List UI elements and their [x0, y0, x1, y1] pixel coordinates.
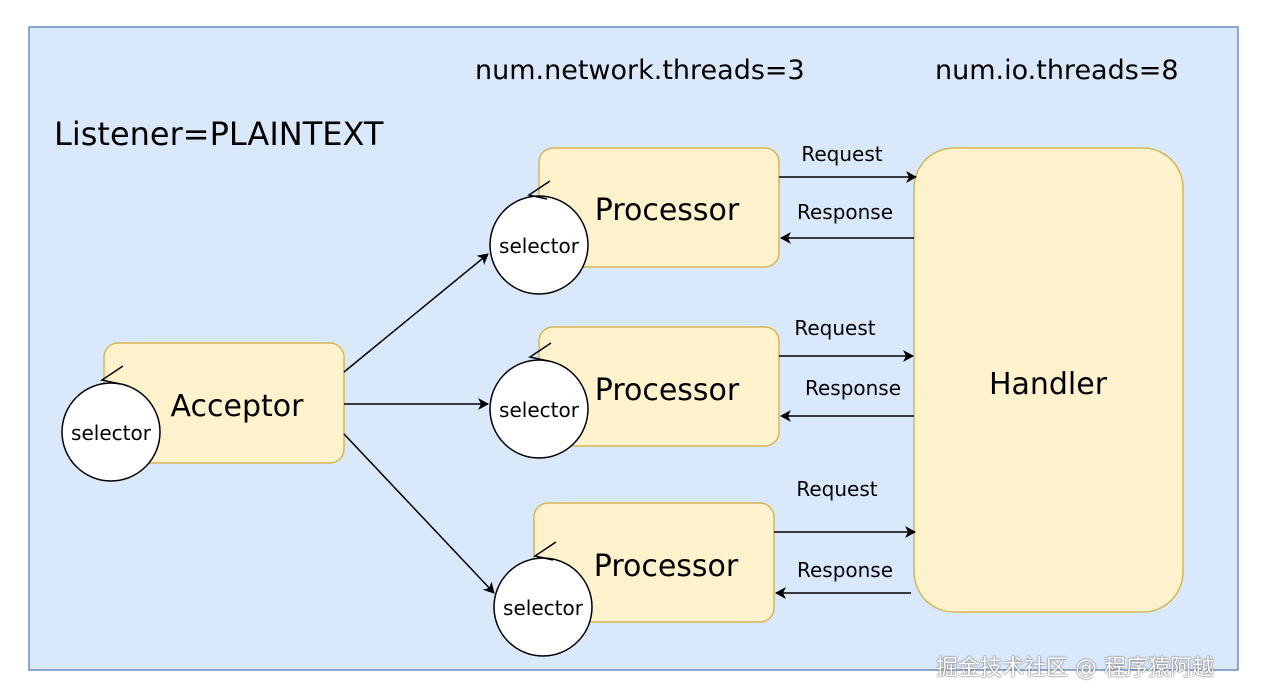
processor-node-3: Processor selector	[493, 502, 775, 657]
processor-label-1: Processor	[595, 193, 740, 228]
acceptor-node: Acceptor selector	[61, 342, 345, 482]
response-label-3: Response	[797, 558, 893, 582]
processor-selector-arrow-icon-3	[533, 541, 557, 561]
acceptor-selector-label: selector	[71, 421, 152, 445]
processor-selector-arrow-icon-2	[528, 342, 552, 362]
request-label-3: Request	[796, 477, 877, 501]
processor-node-1: Processor selector	[489, 147, 780, 295]
processor-node-2: Processor selector	[489, 326, 780, 459]
response-label-1: Response	[797, 200, 893, 224]
processor-selector-label-3: selector	[503, 596, 584, 620]
acceptor-to-processor-1-arrow	[343, 253, 489, 373]
processor-label-2: Processor	[595, 373, 740, 408]
watermark: 掘金技术社区 @ 程序猿阿越	[936, 656, 1214, 681]
acceptor-label: Acceptor	[171, 389, 305, 424]
processor-selector-label-2: selector	[499, 398, 580, 422]
request-label-2: Request	[794, 316, 875, 340]
io-threads-label: num.io.threads=8	[935, 55, 1179, 86]
acceptor-to-processor-3-arrow	[343, 433, 495, 594]
processor-selector-label-1: selector	[499, 234, 580, 258]
acceptor-selector-circle	[61, 382, 161, 482]
listener-label: Listener=PLAINTEXT	[54, 115, 384, 153]
processor-selector-circle-2	[489, 359, 589, 459]
processor-selector-circle-1	[489, 195, 589, 295]
processor-label-3: Processor	[594, 549, 739, 584]
handler-box	[913, 147, 1184, 613]
acceptor-selector-arrow-icon	[100, 365, 124, 385]
processor-selector-arrow-icon-1	[527, 180, 551, 200]
network-threads-label: num.network.threads=3	[475, 55, 805, 86]
handler-label: Handler	[989, 367, 1108, 402]
response-label-2: Response	[805, 376, 901, 400]
handler-node: Handler	[913, 147, 1184, 613]
request-label-1: Request	[801, 142, 882, 166]
